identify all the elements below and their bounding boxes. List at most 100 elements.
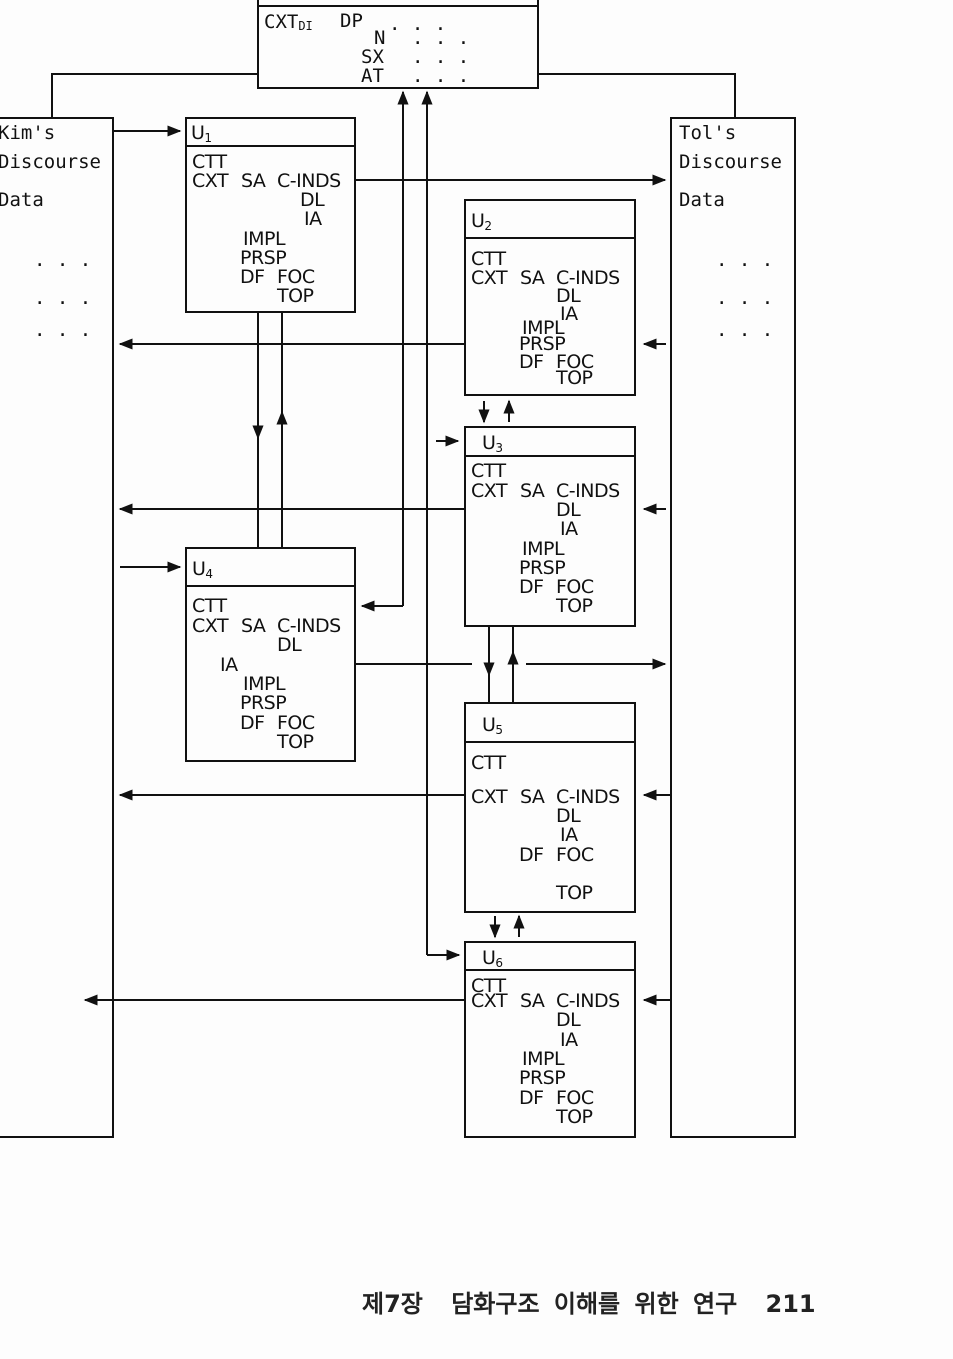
units-4-sa-text: SA <box>520 786 545 808</box>
tol-line-1: Tol's <box>679 122 736 144</box>
units-0-cinds-text: C-INDS <box>277 170 341 192</box>
units-4-foc-text: FOC <box>556 844 594 866</box>
units-2-top-text: TOP <box>555 595 593 617</box>
units-3-dl-text: DL <box>277 634 302 656</box>
page-footer: 제7장 담화구조 이해를 위한 연구 211 <box>362 1284 816 1319</box>
tol-dots-3: . . . <box>716 319 773 341</box>
tol-dots-2: . . . <box>716 287 773 309</box>
sx-label: SX <box>361 46 384 68</box>
kim-dots-2: . . . <box>34 287 91 309</box>
units-0-sa-text: SA <box>241 170 266 192</box>
unit-box-u1: U1 CTT CXT SA C-INDS DL IA IMPL PRSP DF … <box>185 117 356 313</box>
n-dots: . . . <box>412 27 469 49</box>
tol-discourse-data-box: Tol's Discourse Data . . . . . . . . . <box>670 117 796 1138</box>
units-3-foc-text: FOC <box>277 712 315 734</box>
unit-box-u2: U2 CTT CXT SA C-INDS DL IA IMPL PRSP DF … <box>464 199 636 396</box>
units-4-df-text: DF <box>519 844 544 866</box>
units-3-sa-text: SA <box>241 615 266 637</box>
units-1-prsp-text: PRSP <box>519 333 565 355</box>
units-2-df-text: DF <box>519 576 544 598</box>
units-0-df-text: DF <box>240 266 265 288</box>
units-5-cinds-text: C-INDS <box>556 990 620 1012</box>
units-4-ia-text: IA <box>560 824 578 846</box>
top-to-tol-connector <box>538 73 736 118</box>
kim-line-2: Discourse <box>0 151 101 173</box>
units-0-dl-text: DL <box>300 189 325 211</box>
units-4-dl-text: DL <box>556 805 581 827</box>
top-to-kim-connector <box>51 73 258 118</box>
units-0-top-text: TOP <box>276 285 314 307</box>
sx-dots: . . . <box>412 46 469 68</box>
at-dots: . . . <box>412 65 469 87</box>
units-1-ctt-text: CTT <box>471 248 507 270</box>
units-5-ia-text: IA <box>560 1029 578 1051</box>
units-2-ia-text: IA <box>560 518 578 540</box>
units-1-top-text: TOP <box>555 367 593 389</box>
at-label: AT <box>361 65 384 87</box>
units-1-impl-text: IMPL <box>522 317 565 339</box>
u4-label: U4 <box>192 558 213 581</box>
n-label: N <box>374 27 385 49</box>
units-1-sa-text: SA <box>520 267 545 289</box>
units-2-cinds-text: C-INDS <box>556 480 620 502</box>
units-3-prsp-text: PRSP <box>240 692 286 714</box>
kim-discourse-data-box: Kim's Discourse Data . . . . . . . . . <box>0 117 114 1138</box>
units-3-impl-text: IMPL <box>243 673 286 695</box>
units-5-ctt-text: CTT <box>471 975 507 997</box>
dp-label: DP <box>340 10 363 32</box>
units-4-ctt-text: CTT <box>471 752 507 774</box>
units-5-sa-text: SA <box>520 990 545 1012</box>
units-5-cxt-text: CXT <box>471 990 508 1012</box>
units-4-cinds-text: C-INDS <box>556 786 620 808</box>
kim-dots-3: . . . <box>34 319 91 341</box>
u3-label: U3 <box>482 432 503 455</box>
units-5-top-text: TOP <box>555 1106 593 1128</box>
units-0-foc-text: FOC <box>277 266 315 288</box>
units-5-dl-text: DL <box>556 1009 581 1031</box>
kim-line-3: Data <box>0 189 44 211</box>
units-3-ctt-text: CTT <box>192 595 228 617</box>
dp-dots: . . . <box>389 13 446 35</box>
units-5-prsp-text: PRSP <box>519 1067 565 1089</box>
units-1-ia-text: IA <box>560 303 578 325</box>
units-3-top-text: TOP <box>276 731 314 753</box>
units-0-prsp-text: PRSP <box>240 247 286 269</box>
units-1-dl-text: DL <box>556 285 581 307</box>
units-0-impl-text: IMPL <box>243 228 286 250</box>
units-3-cxt-text: CXT <box>192 615 229 637</box>
units-0-cxt-text: CXT <box>192 170 229 192</box>
units-2-cxt-text: CXT <box>471 480 508 502</box>
units-1-foc-text: FOC <box>556 351 594 373</box>
units-4-cxt-text: CXT <box>471 786 508 808</box>
unit-box-u5: U5 CTT CXT SA C-INDS DL IA DF FOC TOP <box>464 702 636 913</box>
units-2-dl-text: DL <box>556 499 581 521</box>
units-0-ctt-text: CTT <box>192 151 228 173</box>
units-1-df-text: DF <box>519 351 544 373</box>
tol-line-3: Data <box>679 189 725 211</box>
units-1-cinds-text: C-INDS <box>556 267 620 289</box>
u5-label: U5 <box>482 714 503 737</box>
u1-label: U1 <box>191 122 212 145</box>
unit-box-u6: U6 CTT CXT SA C-INDS DL IA IMPL PRSP DF … <box>464 941 636 1138</box>
units-5-foc-text: FOC <box>556 1087 594 1109</box>
unit-box-u3: U3 CTT CXT SA C-INDS DL IA IMPL PRSP DF … <box>464 426 636 627</box>
cxt-di-label: CXTDI <box>264 11 313 33</box>
units-3-cinds-text: C-INDS <box>277 615 341 637</box>
chapter-label: 제7장 <box>362 1290 423 1318</box>
tol-dots-1: . . . <box>716 249 773 271</box>
units-4-top-text: TOP <box>555 882 593 904</box>
units-0-ia-text: IA <box>304 208 322 230</box>
units-3-df-text: DF <box>240 712 265 734</box>
kim-dots-1: . . . <box>34 249 91 271</box>
units-3-ia-text: IA <box>220 654 238 676</box>
tol-line-2: Discourse <box>679 151 782 173</box>
units-5-impl-text: IMPL <box>522 1048 565 1070</box>
top-discourse-data-box: CXTDI DP . . . N . . . SX . . . AT . . . <box>257 0 539 89</box>
units-2-sa-text: SA <box>520 480 545 502</box>
units-2-ctt-text: CTT <box>471 460 507 482</box>
connectors <box>83 90 671 1006</box>
units-2-prsp-text: PRSP <box>519 557 565 579</box>
page-number: 211 <box>765 1290 816 1318</box>
units-2-impl-text: IMPL <box>522 538 565 560</box>
